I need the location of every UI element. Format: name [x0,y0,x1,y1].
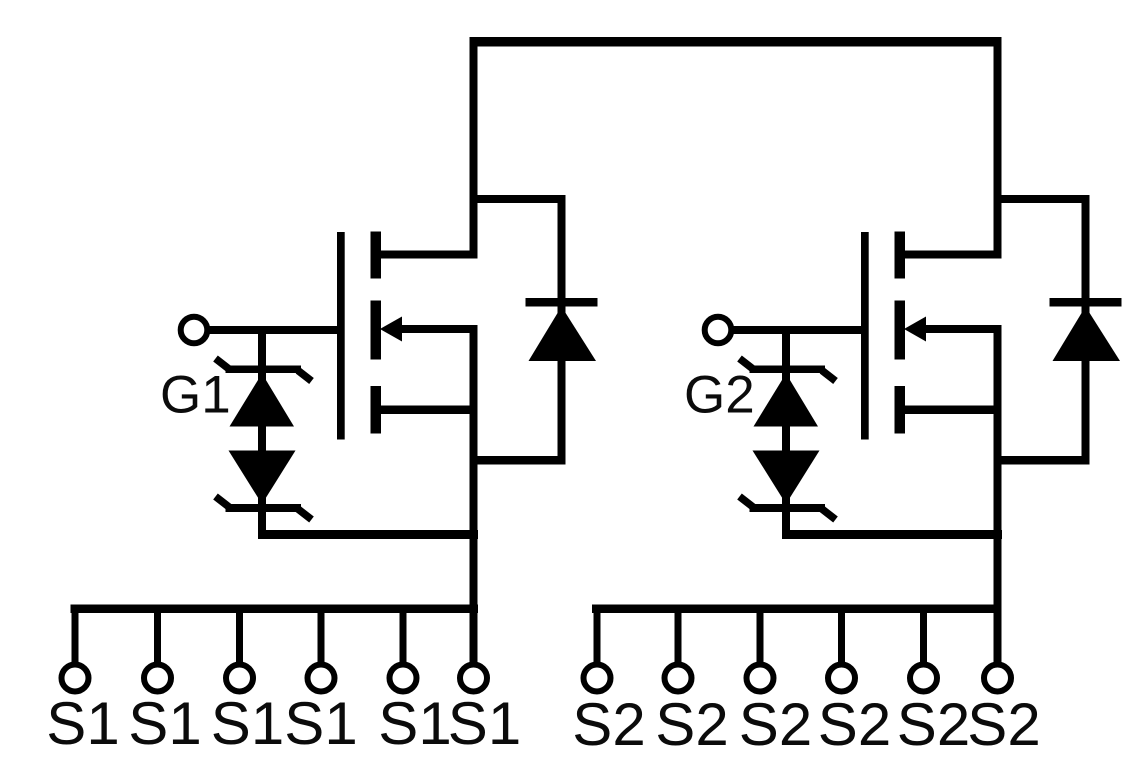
svg-text:G1: G1 [160,366,231,425]
svg-text:S1: S1 [284,690,357,757]
svg-text:S2: S2 [655,691,728,758]
svg-text:S2: S2 [897,691,970,758]
svg-text:S2: S2 [572,691,645,758]
svg-text:S2: S2 [739,691,812,758]
svg-text:S2: S2 [818,691,891,758]
svg-text:G2: G2 [684,366,755,425]
svg-text:S1: S1 [128,690,201,757]
svg-text:S1: S1 [378,690,451,757]
svg-text:S1: S1 [211,690,284,757]
svg-text:S1: S1 [448,690,521,757]
svg-text:S2: S2 [967,691,1040,758]
svg-text:S1: S1 [46,690,119,757]
